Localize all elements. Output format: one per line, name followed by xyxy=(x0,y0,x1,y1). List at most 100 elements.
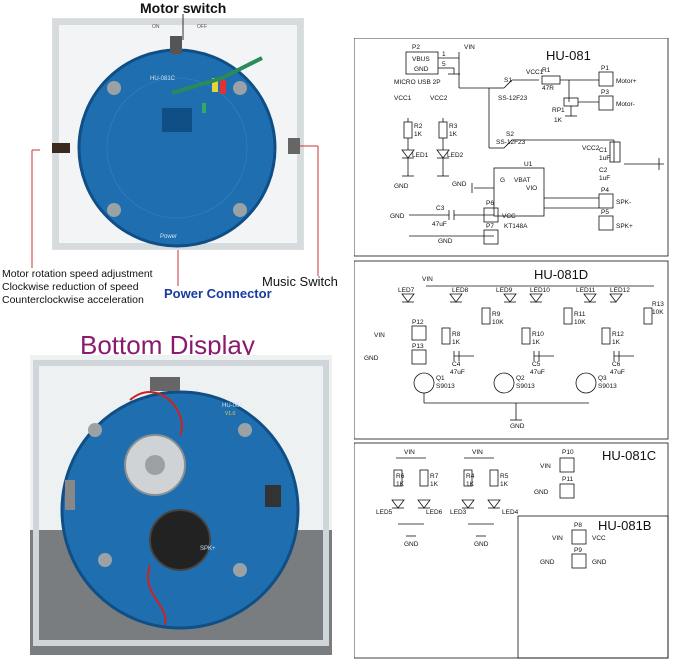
u1-vbat-label: VBAT xyxy=(514,177,531,184)
r9-value: 10K xyxy=(492,319,504,326)
s1-label: S1 xyxy=(504,77,512,84)
hu081-gnd2-label: GND xyxy=(390,213,405,220)
p1-label: P1 xyxy=(601,65,609,72)
led11-label: LED11 xyxy=(576,287,596,294)
hu081b-gnd-right-label: GND xyxy=(592,559,607,566)
counterclockwise-label: Counterclockwise acceleration xyxy=(2,294,144,306)
block-hu081b xyxy=(517,515,669,659)
hu081d-vin-label: VIN xyxy=(422,276,433,283)
r4-value: 1K xyxy=(466,481,475,488)
hu081b-gnd-label: GND xyxy=(540,559,555,566)
hu081c-vin-p10-label: VIN xyxy=(540,463,551,470)
p13-label: P13 xyxy=(412,343,424,350)
r9-label: R9 xyxy=(492,311,501,318)
vcc1-led-label: VCC1 xyxy=(394,95,412,102)
led5-label: LED5 xyxy=(376,509,393,516)
hu081-title: HU-081 xyxy=(546,48,591,63)
hu081b-vcc-label: VCC xyxy=(592,535,606,542)
rp1-label: RP1 xyxy=(552,107,565,114)
r12-value: 1K xyxy=(612,339,621,346)
board-on-label: ON xyxy=(152,24,160,30)
block-hu081d xyxy=(354,260,669,440)
led10-label: LED10 xyxy=(530,287,550,294)
rp1-value: 1K xyxy=(554,117,563,124)
hu081c-vin-a-label: VIN xyxy=(404,449,415,456)
r13-value: 10K xyxy=(652,309,664,316)
hu081c-gnd-b-label: GND xyxy=(474,541,489,548)
p12-label: P12 xyxy=(412,319,424,326)
r7-value: 1K xyxy=(430,481,439,488)
s2-label: S2 xyxy=(506,131,514,138)
q1-part: S9013 xyxy=(436,383,455,390)
q1-label: Q1 xyxy=(436,375,445,382)
usb-gnd-label: GND xyxy=(414,66,429,73)
vcc2-led-label: VCC2 xyxy=(430,95,448,102)
hu081-gnd3-label: GND xyxy=(438,238,453,245)
led9-label: LED9 xyxy=(496,287,513,294)
p5-label: P5 xyxy=(601,209,609,216)
power-connector-label: Power Connector xyxy=(164,286,272,301)
r11-value: 10K xyxy=(574,319,586,326)
p3-label: P3 xyxy=(601,89,609,96)
q2-part: S9013 xyxy=(516,383,535,390)
pin1-label: 1 xyxy=(442,51,446,58)
vcc2-cap-label: VCC2 xyxy=(582,145,600,152)
c4-label: C4 xyxy=(452,361,461,368)
clockwise-label: Clockwise reduction of speed xyxy=(2,281,139,293)
led7-label: LED7 xyxy=(398,287,415,294)
r8-label: R8 xyxy=(452,331,461,338)
c1-value: 1uF xyxy=(599,155,610,162)
spk-plus-label: SPK+ xyxy=(616,223,633,230)
schematic-diagram: HU-081 HU-081D HU-081C HU-081B xyxy=(354,38,669,659)
c2-value: 1uF xyxy=(599,175,610,182)
bottom-spk-label: SPK+ xyxy=(200,546,216,552)
spk-minus-label: SPK- xyxy=(616,199,631,206)
c6-label: C6 xyxy=(612,361,621,368)
r2-label: R2 xyxy=(414,123,423,130)
r3-value: 1K xyxy=(449,131,458,138)
c3-label: C3 xyxy=(436,205,445,212)
hu081-gnd4-label: GND xyxy=(394,183,409,190)
q3-part: S9013 xyxy=(598,383,617,390)
p11-label: P11 xyxy=(562,476,573,483)
led3-label: LED3 xyxy=(450,509,467,516)
speed-adjust-label: Motor rotation speed adjustment xyxy=(2,268,153,280)
hu081c-gnd-a-label: GND xyxy=(404,541,419,548)
c3-value: 47uF xyxy=(432,221,447,228)
r11-label: R11 xyxy=(574,311,586,318)
hu081c-gnd-p11-label: GND xyxy=(534,489,549,496)
r3-label: R3 xyxy=(449,123,458,130)
usb-part-label: MICRO USB 2P xyxy=(394,79,441,86)
bottom-board-model: HU-081 xyxy=(222,403,243,409)
r10-label: R10 xyxy=(532,331,544,338)
c6-value: 47uF xyxy=(610,369,625,376)
p7-label: P7 xyxy=(486,223,494,230)
hu081b-vin-label: VIN xyxy=(552,535,563,542)
p9-label: P9 xyxy=(574,547,582,554)
led1-label: LED1 xyxy=(412,152,429,159)
usb-vin-label: VIN xyxy=(464,44,475,51)
r7-label: R7 xyxy=(430,473,439,480)
music-switch-label: Music Switch xyxy=(262,274,338,289)
led4-label: LED4 xyxy=(502,509,519,516)
hu081d-vin2-label: VIN xyxy=(374,332,385,339)
r1-label: R1 xyxy=(542,67,551,74)
c1-label: C1 xyxy=(599,147,608,154)
u1-g-label: G xyxy=(500,177,505,184)
led12-label: LED12 xyxy=(610,287,630,294)
led6-label: LED6 xyxy=(426,509,443,516)
pin5-label: 5 xyxy=(442,61,446,68)
s1-part-label: SS-12F23 xyxy=(498,95,528,102)
vcc-out-label: VCC xyxy=(502,213,516,220)
q3-label: Q3 xyxy=(598,375,607,382)
p4-label: P4 xyxy=(601,187,609,194)
c2-label: C2 xyxy=(599,167,608,174)
motor-minus-label: Motor- xyxy=(616,101,635,108)
s2-part-label: SS-12F23 xyxy=(496,139,526,146)
block-hu081 xyxy=(354,38,669,257)
hu081d-gnd-label: GND xyxy=(364,355,379,362)
r6-label: R6 xyxy=(396,473,405,480)
vcc1-top-label: VCC1 xyxy=(526,69,544,76)
r13-label: R13 xyxy=(652,301,664,308)
hu081d-gnd2-label: GND xyxy=(510,423,525,430)
